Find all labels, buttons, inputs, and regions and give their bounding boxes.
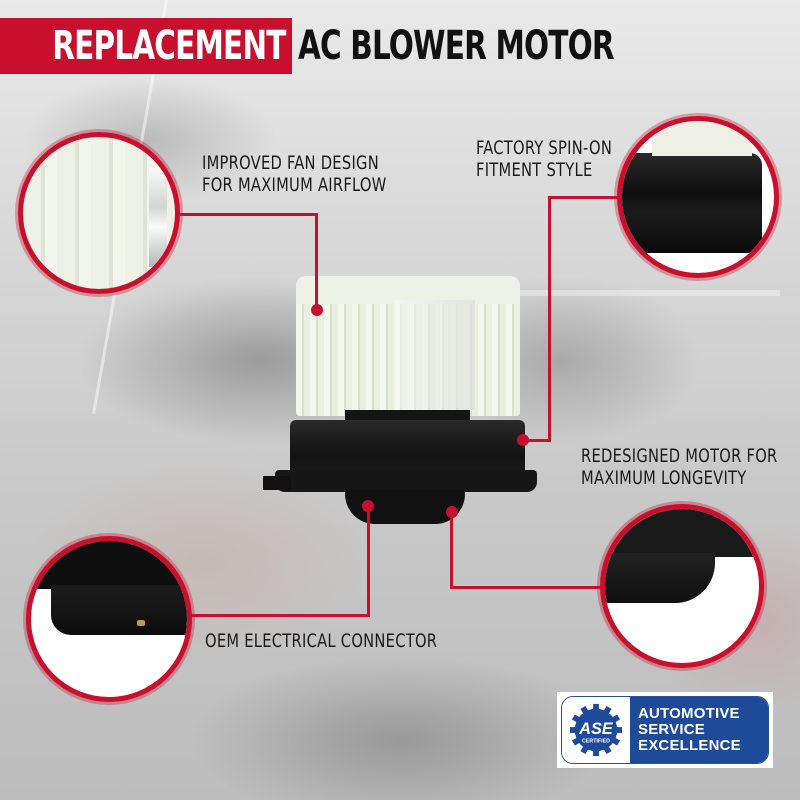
fan-detail-magnifier bbox=[18, 132, 180, 294]
fitment-marker-dot bbox=[517, 434, 529, 446]
connector-leader-line bbox=[367, 506, 370, 617]
ase-line-1: AUTOMOTIVE bbox=[638, 705, 740, 722]
fan-leader-line bbox=[180, 213, 317, 216]
connector-detail-magnifier bbox=[26, 536, 192, 702]
connector-callout-label: OEM ELECTRICAL CONNECTOR bbox=[205, 630, 438, 652]
svg-text:CERTIFIED: CERTIFIED bbox=[582, 739, 610, 745]
title-highlight-box: REPLACEMENT bbox=[0, 18, 292, 74]
connector-marker-dot bbox=[362, 500, 374, 512]
ase-line-2: SERVICE bbox=[638, 721, 705, 738]
mounting-tab bbox=[263, 476, 291, 490]
fan-leader-line bbox=[315, 213, 318, 310]
ase-certified-badge: ASE CERTIFIED AUTOMOTIVE SERVICE EXCELLE… bbox=[557, 692, 773, 768]
motor-detail-magnifier bbox=[600, 504, 764, 668]
ase-gear-logo-icon: ASE CERTIFIED bbox=[569, 703, 623, 757]
fitment-callout-label: FACTORY SPIN-ON FITMENT STYLE bbox=[476, 137, 613, 181]
fitment-leader-line bbox=[549, 196, 619, 199]
connector-leader-line bbox=[190, 614, 370, 617]
fan-marker-dot bbox=[311, 304, 323, 316]
motor-marker-dot bbox=[446, 506, 458, 518]
fan-rim bbox=[296, 276, 520, 304]
page-title: REPLACEMENT AC BLOWER MOTOR bbox=[0, 18, 683, 74]
fitment-leader-line bbox=[524, 439, 551, 442]
motor-leader-line bbox=[451, 586, 601, 589]
fitment-detail-magnifier bbox=[617, 116, 779, 278]
ase-text-block: AUTOMOTIVE SERVICE EXCELLENCE bbox=[630, 697, 768, 763]
title-rest: AC BLOWER MOTOR bbox=[298, 23, 615, 69]
svg-text:ASE: ASE bbox=[578, 720, 614, 738]
title-highlight: REPLACEMENT bbox=[52, 23, 287, 69]
fitment-leader-line bbox=[548, 196, 551, 441]
fan-callout-label: IMPROVED FAN DESIGN FOR MAXIMUM AIRFLOW bbox=[202, 152, 387, 196]
motor-leader-line bbox=[450, 512, 453, 589]
motor-callout-label: REDESIGNED MOTOR FOR MAXIMUM LONGEVITY bbox=[581, 445, 778, 489]
fan-interior bbox=[395, 300, 475, 410]
mounting-flange bbox=[275, 470, 537, 492]
background-streak bbox=[420, 290, 780, 296]
ase-line-3: EXCELLENCE bbox=[638, 737, 741, 754]
